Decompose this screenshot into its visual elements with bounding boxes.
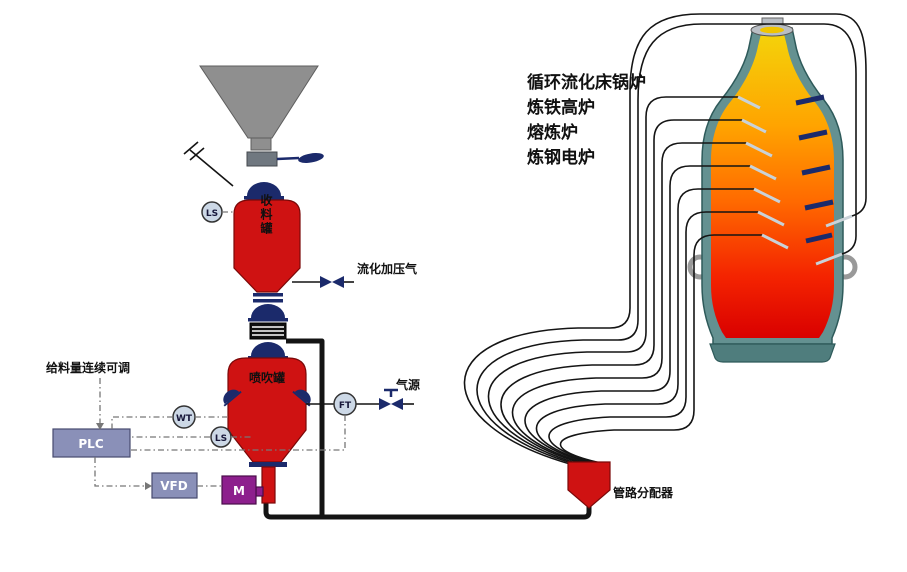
level-switch-top-label: LS — [206, 209, 218, 219]
motor-label: M — [233, 484, 245, 498]
vfd-box — [151, 472, 198, 499]
control-signal-lines — [94, 211, 346, 490]
injection-lance-icon — [761, 233, 789, 250]
furnace-mouth-opening — [760, 26, 784, 34]
conveying-pipe-4 — [524, 165, 777, 465]
injection-lances — [737, 95, 853, 266]
conveying-pipe-7 — [487, 96, 761, 465]
flow-transmitter-label: FT — [339, 401, 352, 411]
discharge-spout — [261, 466, 276, 504]
chute-flange-icon — [183, 141, 199, 155]
level-switch-bottom-label: LS — [215, 434, 227, 444]
fluidizing-gas-label: 流化加压气 — [357, 261, 417, 276]
gas-valve-icon — [320, 276, 344, 288]
furnace-hearth-base — [709, 343, 836, 363]
application-list: 循环流化床锅炉 炼铁高炉 熔炼炉 炼钢电炉 — [527, 72, 646, 168]
signal-line — [131, 415, 346, 451]
feed-note-label: 给料量连续可调 — [46, 360, 130, 375]
valve-stem — [276, 156, 300, 161]
signal-line — [94, 457, 145, 487]
flange-icon — [253, 299, 283, 303]
application-item: 循环流化床锅炉 — [527, 72, 646, 93]
injection-lance-icon — [815, 252, 843, 266]
flange-icon — [253, 293, 283, 297]
arrow-right-icon — [145, 482, 152, 490]
conveying-pipes — [463, 13, 867, 465]
handwheel-icon — [298, 153, 324, 163]
slide-valve-body — [246, 151, 278, 167]
dome-valve-icon — [248, 342, 288, 360]
tuyere-mark-icon — [795, 94, 825, 106]
tuyere-mark-icon — [801, 164, 831, 176]
injection-lance-icon — [737, 95, 761, 110]
conveying-pipe-8 — [476, 23, 857, 465]
flange-icon — [249, 462, 287, 467]
weight-transmitter-label: WT — [176, 414, 193, 424]
injection-lance-icon — [741, 118, 767, 134]
application-item: 炼钢电炉 — [527, 147, 595, 168]
chute-flange-icon — [189, 147, 205, 161]
furnace — [687, 17, 858, 363]
conveying-pipe-9 — [463, 13, 867, 465]
dome-valve-icon — [248, 304, 288, 322]
pressurizing-pipe — [286, 338, 325, 517]
tuyere-marks — [795, 94, 834, 244]
injection-lance-icon — [757, 210, 785, 227]
instruments: LS WT LS FT — [172, 201, 357, 448]
tuyere-mark-icon — [805, 232, 833, 244]
vfd-label: VFD — [160, 479, 187, 493]
rotary-feeder-motor — [221, 475, 257, 505]
manual-feed-chute — [189, 149, 234, 187]
receiving-tank — [233, 199, 301, 293]
gas-valve-icon — [379, 398, 403, 410]
application-item: 炼铁高炉 — [527, 97, 595, 118]
arrow-down-icon — [96, 423, 104, 430]
conveying-pipe-6 — [500, 119, 767, 465]
injection-tank-label: 喷吹罐 — [249, 370, 285, 385]
control-system: PLC VFD — [52, 428, 198, 499]
tuyere-mark-icon — [804, 199, 834, 211]
conveying-pipe-3 — [535, 188, 781, 465]
transport-pipe — [263, 498, 592, 520]
gas-source-label: 气源 — [395, 377, 420, 392]
fluidizing-gas-line: 流化加压气 — [292, 261, 417, 288]
conveying-pipe-5 — [511, 142, 773, 465]
tuyere-mark-icon — [798, 129, 828, 141]
receiving-tank-assembly: 收料罐 — [233, 193, 301, 360]
plc-box — [52, 428, 131, 458]
plc-label: PLC — [78, 437, 103, 451]
application-item: 熔炼炉 — [527, 122, 578, 143]
conveying-pipe-2 — [548, 211, 785, 465]
pipe-distributor — [567, 461, 611, 509]
injection-lance-icon — [749, 164, 777, 181]
gas-source-line: 气源 — [306, 377, 420, 410]
conveying-pipe-1 — [559, 234, 789, 465]
injection-tank-assembly: 喷吹罐 M — [218, 357, 316, 505]
injection-lance-icon — [745, 141, 773, 158]
injection-lance-icon — [753, 187, 781, 204]
hopper-neck — [250, 137, 272, 151]
distributor-label: 管路分配器 — [613, 485, 674, 500]
signal-line — [111, 416, 173, 429]
feed-hopper-assembly — [183, 65, 324, 200]
receiving-tank-label: 收料罐 — [259, 193, 273, 236]
injection-lance-icon — [825, 214, 853, 228]
injection-tank — [227, 357, 307, 463]
feed-hopper — [199, 65, 319, 139]
furnace-melt — [711, 34, 834, 338]
feeder-shaft — [255, 486, 264, 497]
